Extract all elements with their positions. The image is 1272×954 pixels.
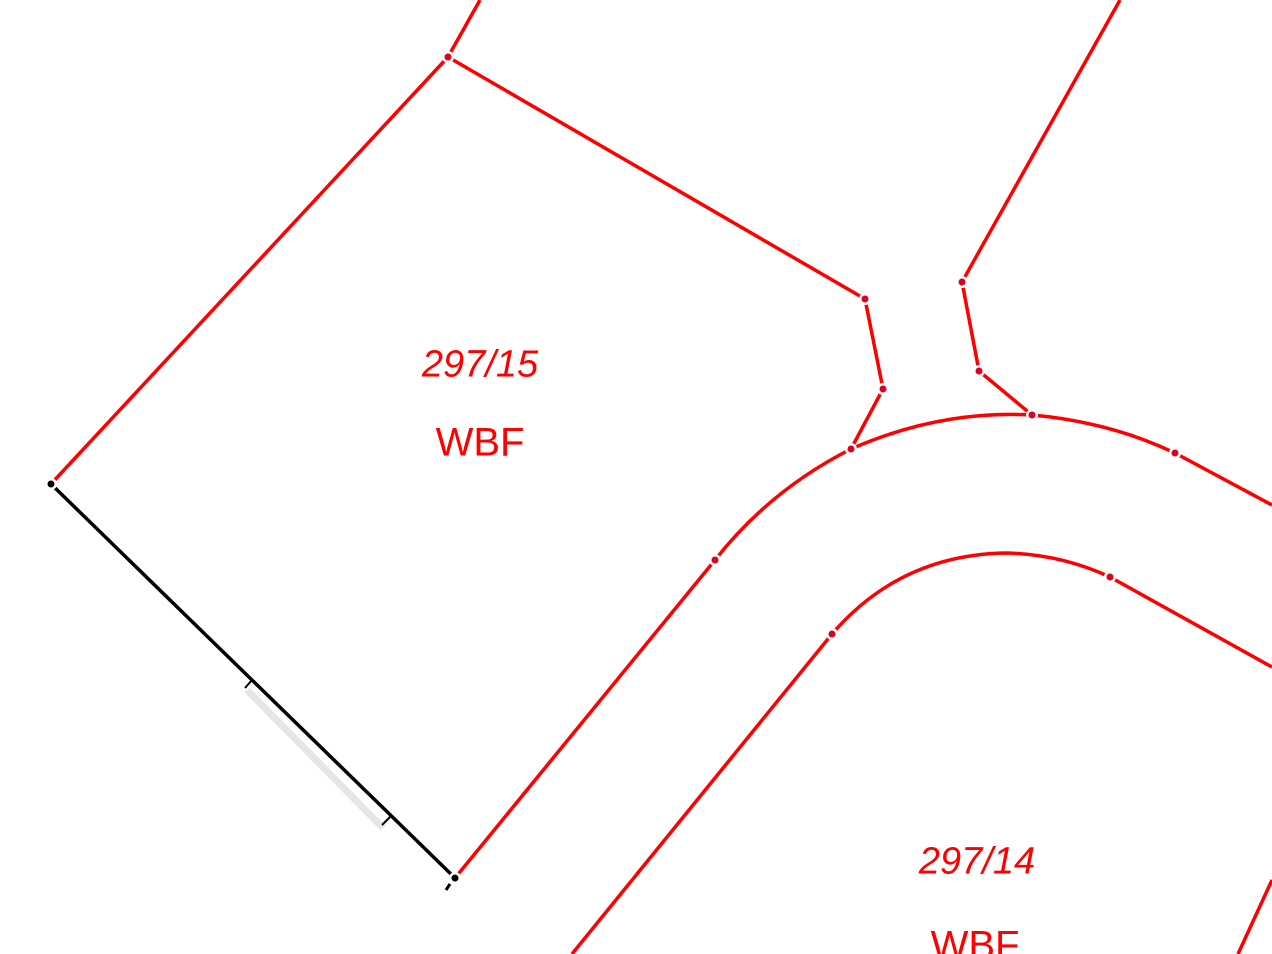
parcel-boundary-top[interactable]: [446, 0, 482, 58]
edge-tick-tail: [444, 883, 452, 891]
parcel-297-15-west-edge[interactable]: [49, 55, 450, 486]
vertex-point[interactable]: [973, 365, 985, 377]
parcel-use-label: WBF: [435, 420, 525, 465]
parcel-297-14-east-edge[interactable]: [1236, 879, 1272, 954]
road-north-boundary[interactable]: [453, 412, 1272, 880]
parcel-number-label: 297/15: [421, 343, 539, 386]
vertex-point[interactable]: [449, 872, 461, 884]
road-south-boundary[interactable]: [570, 551, 1272, 954]
vertex-point[interactable]: [709, 554, 721, 566]
vertex-point[interactable]: [877, 383, 889, 395]
vertex-point[interactable]: [859, 293, 871, 305]
selected-edge[interactable]: [49, 482, 457, 880]
edge-tick-end: [381, 816, 391, 826]
parcel-northeast-boundary[interactable]: [960, 0, 1122, 417]
parcel-number-label: 297/14: [918, 840, 1036, 883]
vertex-point[interactable]: [1026, 409, 1038, 421]
parcel-use-label: WBF: [930, 923, 1020, 954]
vertex-point[interactable]: [845, 443, 857, 455]
edge-highlight-band: [244, 688, 386, 830]
vertex-point[interactable]: [1169, 447, 1181, 459]
vertex-point[interactable]: [1104, 571, 1116, 583]
parcel-297-15-north-edge[interactable]: [447, 55, 885, 450]
vertex-point[interactable]: [442, 51, 454, 63]
vertex-point[interactable]: [826, 628, 838, 640]
edge-tick-start: [244, 679, 253, 689]
vertex-point[interactable]: [45, 478, 57, 490]
vertex-point[interactable]: [956, 276, 968, 288]
